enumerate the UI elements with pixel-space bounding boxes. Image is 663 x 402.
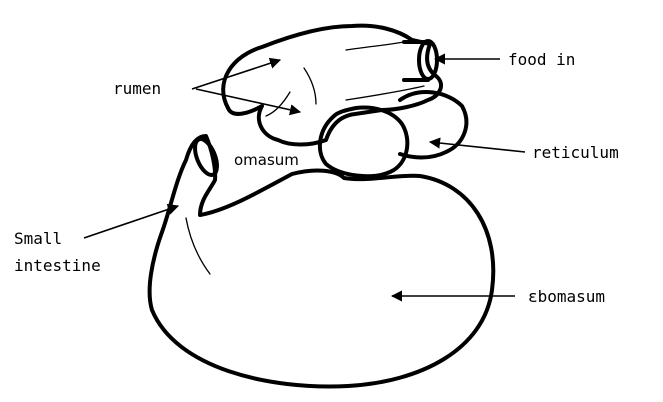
label-reticulum: reticulum xyxy=(532,143,619,162)
label-abomasum: ɛbomasum xyxy=(528,287,605,306)
arrow-reticulum xyxy=(430,142,525,152)
reticulum-organ xyxy=(400,92,466,157)
label-small: Small xyxy=(14,229,62,248)
label-intestine: intestine xyxy=(14,256,101,275)
label-omasum: omasum xyxy=(234,151,299,169)
abomasum-organ xyxy=(150,136,494,386)
label-rumen: rumen xyxy=(113,79,161,98)
omasum-organ xyxy=(320,108,407,177)
label-food-in: food in xyxy=(508,50,575,69)
rumen-organ xyxy=(223,26,441,145)
